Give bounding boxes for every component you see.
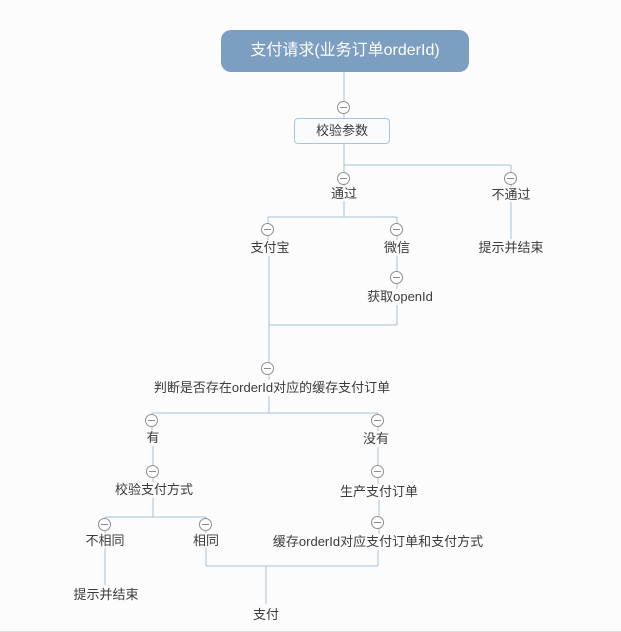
collapse-minus-icon[interactable] bbox=[371, 516, 384, 529]
edge-merge-to-checkcache bbox=[268, 256, 398, 380]
collapse-minus-icon[interactable] bbox=[371, 465, 384, 478]
node-alipay[interactable]: 支付宝 bbox=[250, 240, 290, 255]
node-has-cache[interactable]: 有 bbox=[146, 430, 160, 445]
node-create-pay-order[interactable]: 生产支付订单 bbox=[339, 484, 419, 499]
edge-checkcache-branch bbox=[151, 396, 379, 431]
collapse-minus-icon[interactable] bbox=[337, 101, 350, 114]
node-no-cache[interactable]: 没有 bbox=[362, 431, 390, 446]
edge-validate-branch bbox=[343, 164, 512, 187]
node-check-cache[interactable]: 判断是否存在orderId对应的缓存支付订单 bbox=[153, 380, 391, 395]
node-get-openid[interactable]: 获取openId bbox=[367, 289, 433, 304]
collapse-minus-icon[interactable] bbox=[146, 465, 159, 478]
collapse-minus-icon[interactable] bbox=[199, 518, 212, 531]
node-wechat[interactable]: 微信 bbox=[383, 240, 411, 255]
node-not-same[interactable]: 不相同 bbox=[85, 533, 125, 548]
collapse-minus-icon[interactable] bbox=[504, 172, 517, 185]
edge-merge-to-pay bbox=[205, 548, 379, 604]
collapse-minus-icon[interactable] bbox=[390, 223, 403, 236]
node-cache-pay-order[interactable]: 缓存orderId对应支付订单和支付方式 bbox=[272, 534, 484, 549]
node-same[interactable]: 相同 bbox=[192, 533, 220, 548]
edge-verify-branch bbox=[104, 498, 207, 533]
collapse-minus-icon[interactable] bbox=[261, 223, 274, 236]
collapse-minus-icon[interactable] bbox=[337, 172, 350, 185]
edge-pass-branch bbox=[267, 201, 398, 240]
node-pay[interactable]: 支付 bbox=[252, 607, 280, 622]
collapse-minus-icon[interactable] bbox=[371, 414, 384, 427]
node-payment-request[interactable]: 支付请求(业务订单orderId) bbox=[221, 30, 469, 72]
node-verify-pay-method[interactable]: 校验支付方式 bbox=[114, 482, 194, 497]
node-not-same-end[interactable]: 提示并结束 bbox=[73, 587, 139, 602]
node-validate-params[interactable]: 校验参数 bbox=[294, 118, 390, 144]
collapse-minus-icon[interactable] bbox=[390, 271, 403, 284]
collapse-minus-icon[interactable] bbox=[145, 414, 158, 427]
node-pass[interactable]: 通过 bbox=[330, 186, 358, 201]
collapse-minus-icon[interactable] bbox=[261, 362, 274, 375]
collapse-minus-icon[interactable] bbox=[98, 518, 111, 531]
node-fail-end[interactable]: 提示并结束 bbox=[478, 240, 544, 255]
node-fail[interactable]: 不通过 bbox=[491, 187, 531, 202]
